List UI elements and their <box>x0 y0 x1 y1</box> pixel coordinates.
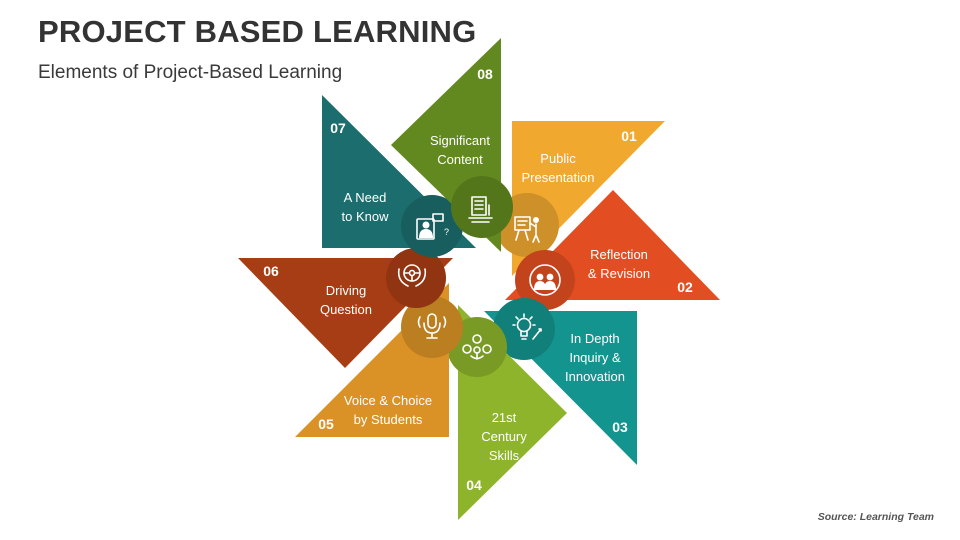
element-07-icon-disc <box>401 195 463 257</box>
user-question-icon: ? <box>416 213 449 240</box>
element-07-label-1: A Need <box>344 190 387 205</box>
element-05-icon-disc <box>401 296 463 358</box>
element-05-label-1: Voice & Choice <box>344 393 432 408</box>
presentation-icon <box>514 216 540 243</box>
element-07-label-2: to Know <box>342 209 390 224</box>
element-03-label-3: Innovation <box>565 369 625 384</box>
element-08-number: 08 <box>477 66 493 82</box>
element-03-number: 03 <box>612 419 628 435</box>
element-04-label-2: Century <box>481 429 527 444</box>
source-note: Source: Learning Team <box>817 511 934 523</box>
steering-wheel-icon <box>397 264 427 287</box>
element-06-icon-disc <box>386 248 446 308</box>
element-01-label-1: Public <box>540 151 576 166</box>
network-skills-icon <box>462 334 492 360</box>
element-05-number: 05 <box>318 416 334 432</box>
microphone-icon <box>417 313 447 339</box>
document-content-icon <box>468 196 493 223</box>
element-06-label-2: Question <box>320 302 372 317</box>
element-02-label-2: & Revision <box>588 266 650 281</box>
svg-text:?: ? <box>444 227 449 237</box>
element-08-icon-disc <box>451 176 513 238</box>
element-01-number: 01 <box>621 128 637 144</box>
element-08-label-1: Significant <box>430 133 490 148</box>
page-title: PROJECT BASED LEARNING <box>38 14 477 49</box>
element-07: ? A Need to Know 07 <box>322 95 476 257</box>
people-reflection-icon <box>534 273 556 290</box>
element-04-label-1: 21st <box>492 410 517 425</box>
element-02-label-1: Reflection <box>590 247 648 262</box>
element-03-label-1: In Depth <box>570 331 619 346</box>
element-05: Voice & Choice by Students 05 <box>295 283 463 437</box>
element-05-label-2: by Students <box>354 412 423 427</box>
lightbulb-icon <box>512 313 542 340</box>
element-02: Reflection & Revision 02 <box>505 190 720 310</box>
element-02-icon-disc <box>515 250 575 310</box>
element-03-icon-disc <box>493 298 555 360</box>
element-08-label-2: Content <box>437 152 483 167</box>
element-07-number: 07 <box>330 120 346 136</box>
element-06-label-1: Driving <box>326 283 366 298</box>
element-02-number: 02 <box>677 279 693 295</box>
element-01-label-2: Presentation <box>522 170 595 185</box>
svg-text:Reflection& Revision: Reflection & Revision <box>588 247 650 281</box>
element-04-number: 04 <box>466 477 482 493</box>
element-03-label-2: Inquiry & <box>569 350 621 365</box>
page-subtitle: Elements of Project-Based Learning <box>38 62 343 83</box>
element-04-label-3: Skills <box>489 448 520 463</box>
element-06-number: 06 <box>263 263 279 279</box>
